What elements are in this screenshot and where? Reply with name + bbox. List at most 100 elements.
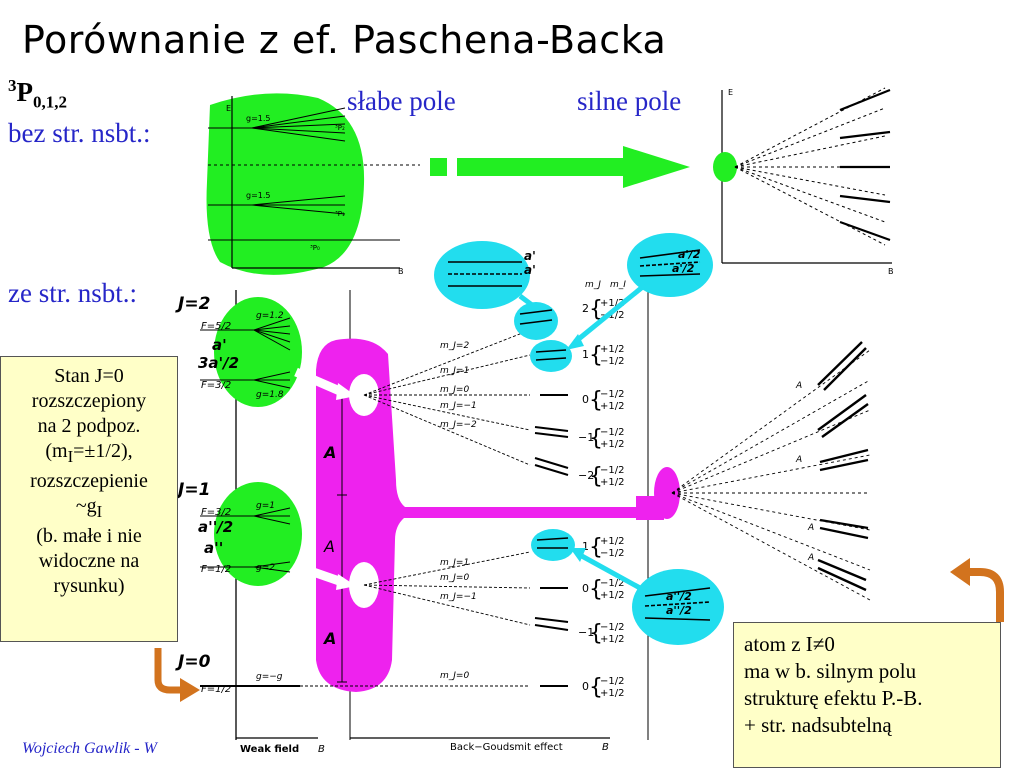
note-left-line: ~gI bbox=[75, 495, 103, 521]
axis-b-label-upper-right: B bbox=[888, 267, 894, 276]
a-label-1: A bbox=[322, 443, 336, 462]
mi-0a: −1/2 bbox=[600, 389, 624, 400]
without-hfs-label: bez str. nsbt.: bbox=[8, 118, 151, 148]
axis-b-label-upper-left: B bbox=[398, 267, 404, 276]
f-label-3-2-a: F=3/2 bbox=[201, 380, 231, 391]
strong-a-label-2: A bbox=[795, 455, 802, 465]
a-dprime-half-label: a''/2 bbox=[198, 518, 233, 536]
mj-group-m1-b: −1 bbox=[578, 626, 594, 639]
mi-0b-b: +1/2 bbox=[600, 590, 624, 601]
mj-label-0-c: m_J=0 bbox=[440, 671, 469, 681]
mi-0a-b: −1/2 bbox=[600, 578, 624, 589]
green-blob-no-hfs bbox=[206, 93, 365, 275]
mi-m2a: −1/2 bbox=[600, 465, 624, 476]
mi-2a: +1/2 bbox=[600, 298, 624, 309]
mj-label-m2: m_J=−2 bbox=[440, 420, 477, 430]
f-label-5-2: F=5/2 bbox=[201, 321, 231, 332]
mj-label-2: m_J=2 bbox=[440, 341, 469, 351]
mi-0b: +1/2 bbox=[600, 401, 624, 412]
a-label-2: A bbox=[323, 537, 335, 556]
g-label-upper-2: g=1.5 bbox=[246, 191, 271, 200]
term-label-p0: ³P₀ bbox=[310, 244, 320, 252]
term-symbol: 3P0,1,2 bbox=[8, 76, 67, 112]
axis-b-bg: B bbox=[602, 742, 609, 753]
j1-label: J=1 bbox=[175, 480, 210, 500]
svg-text:{: { bbox=[589, 535, 603, 560]
mj-header: m_J bbox=[585, 280, 601, 290]
cyan-blob-small-2 bbox=[530, 340, 572, 372]
note-left-line: (mI=±1/2), bbox=[45, 440, 133, 466]
axis-weak-field-label: Weak field bbox=[240, 744, 299, 755]
cyan-label-a-prime-half-1: a'/2 bbox=[678, 248, 701, 261]
j2-label: J=2 bbox=[175, 294, 210, 314]
slide-title: Porównanie z ef. Paschena-Backa bbox=[22, 18, 667, 62]
note-left-line: widoczne na bbox=[38, 550, 140, 572]
mj-label-0-b: m_J=0 bbox=[440, 573, 469, 583]
svg-text:{: { bbox=[589, 426, 603, 451]
mj-group-1: 1 bbox=[582, 348, 589, 361]
cyan-blob-a-prime-half bbox=[627, 233, 713, 297]
g-label-1: g=1 bbox=[256, 501, 275, 511]
weak-field-label: słabe pole bbox=[347, 86, 456, 116]
mj-group-0-c: 0 bbox=[582, 680, 589, 693]
cyan-label-a-dprime-half-1: a''/2 bbox=[666, 590, 692, 603]
a-label-3: A bbox=[322, 629, 336, 648]
mi-m1a-b: −1/2 bbox=[600, 622, 624, 633]
green-dot-strong bbox=[713, 152, 737, 182]
a-prime-label: a' bbox=[212, 336, 227, 354]
note-left-line: rozszczepienie bbox=[30, 470, 148, 492]
mi-m1b: +1/2 bbox=[600, 439, 624, 450]
cyan-blob-a-prime bbox=[434, 241, 530, 309]
note-left-line: Stan J=0 bbox=[54, 365, 124, 387]
strong-field-label: silne pole bbox=[577, 86, 682, 116]
g-label-1-8: g=1.8 bbox=[256, 390, 284, 400]
mi-0b-c: +1/2 bbox=[600, 688, 624, 699]
note-j0-splitting: Stan J=0 rozszczepiony na 2 podpoz. (mI=… bbox=[0, 356, 178, 642]
magenta-hfs-column bbox=[316, 338, 664, 692]
svg-text:{: { bbox=[589, 343, 603, 368]
axis-b-weak: B bbox=[318, 744, 325, 755]
weak-to-strong-arrow bbox=[430, 146, 690, 188]
mi-1b-b: −1/2 bbox=[600, 548, 624, 559]
note-right-line: + str. nadsubtelną bbox=[744, 713, 892, 737]
mi-1a: +1/2 bbox=[600, 344, 624, 355]
note-strong-field-hfs: atom z I≠0 ma w b. silnym polu strukturę… bbox=[733, 622, 1001, 768]
mi-header: m_I bbox=[610, 280, 626, 290]
mi-m1a: −1/2 bbox=[600, 427, 624, 438]
footer-author: Wojciech Gawlik - W bbox=[22, 740, 157, 757]
svg-text:{: { bbox=[589, 675, 603, 700]
svg-text:{: { bbox=[589, 297, 603, 322]
term-j-values: 0,1,2 bbox=[33, 92, 67, 112]
cyan-blob-a-dprime-half bbox=[632, 569, 724, 645]
g-label-2: g=2 bbox=[256, 563, 275, 573]
mj-group-0: 0 bbox=[582, 393, 589, 406]
mj-group-1-b: 1 bbox=[582, 540, 589, 553]
green-to-magenta-arrows bbox=[294, 367, 356, 590]
cyan-label-a-prime-1: a' bbox=[524, 249, 536, 263]
note-left-line: rysunku) bbox=[53, 575, 125, 597]
f-label-3-2-b: F=3/2 bbox=[201, 507, 231, 518]
note-left-line: rozszczepiony bbox=[31, 390, 147, 412]
svg-text:{: { bbox=[589, 464, 603, 489]
mi-m1b-b: +1/2 bbox=[600, 634, 624, 645]
cyan-label-a-dprime-half-2: a''/2 bbox=[666, 604, 692, 617]
3a-prime-half-label: 3a'/2 bbox=[198, 354, 239, 372]
note-right-line: strukturę efektu P.-B. bbox=[744, 686, 923, 710]
axis-e-label-left: E bbox=[226, 104, 231, 113]
note-left-line: na 2 podpoz. bbox=[37, 415, 141, 437]
term-letter: P bbox=[16, 77, 34, 107]
mj-label-1: m_J=1 bbox=[440, 366, 469, 376]
axis-e-label-right: E bbox=[728, 88, 733, 97]
mj-label-1-b: m_J=1 bbox=[440, 558, 469, 568]
mj-label-m1: m_J=−1 bbox=[440, 401, 477, 411]
note-left-line: (b. małe i nie bbox=[36, 525, 142, 547]
green-blob-j1 bbox=[214, 482, 302, 586]
strong-a-label-4: A bbox=[807, 553, 814, 563]
cyan-label-a-prime-half-2: a'/2 bbox=[672, 262, 695, 275]
mi-m2b: +1/2 bbox=[600, 477, 624, 488]
mj-group-2: 2 bbox=[582, 302, 589, 315]
g-label-minus-g: g=−g bbox=[256, 672, 283, 682]
mi-1b: −1/2 bbox=[600, 356, 624, 367]
cyan-blob-small-1 bbox=[514, 302, 558, 340]
